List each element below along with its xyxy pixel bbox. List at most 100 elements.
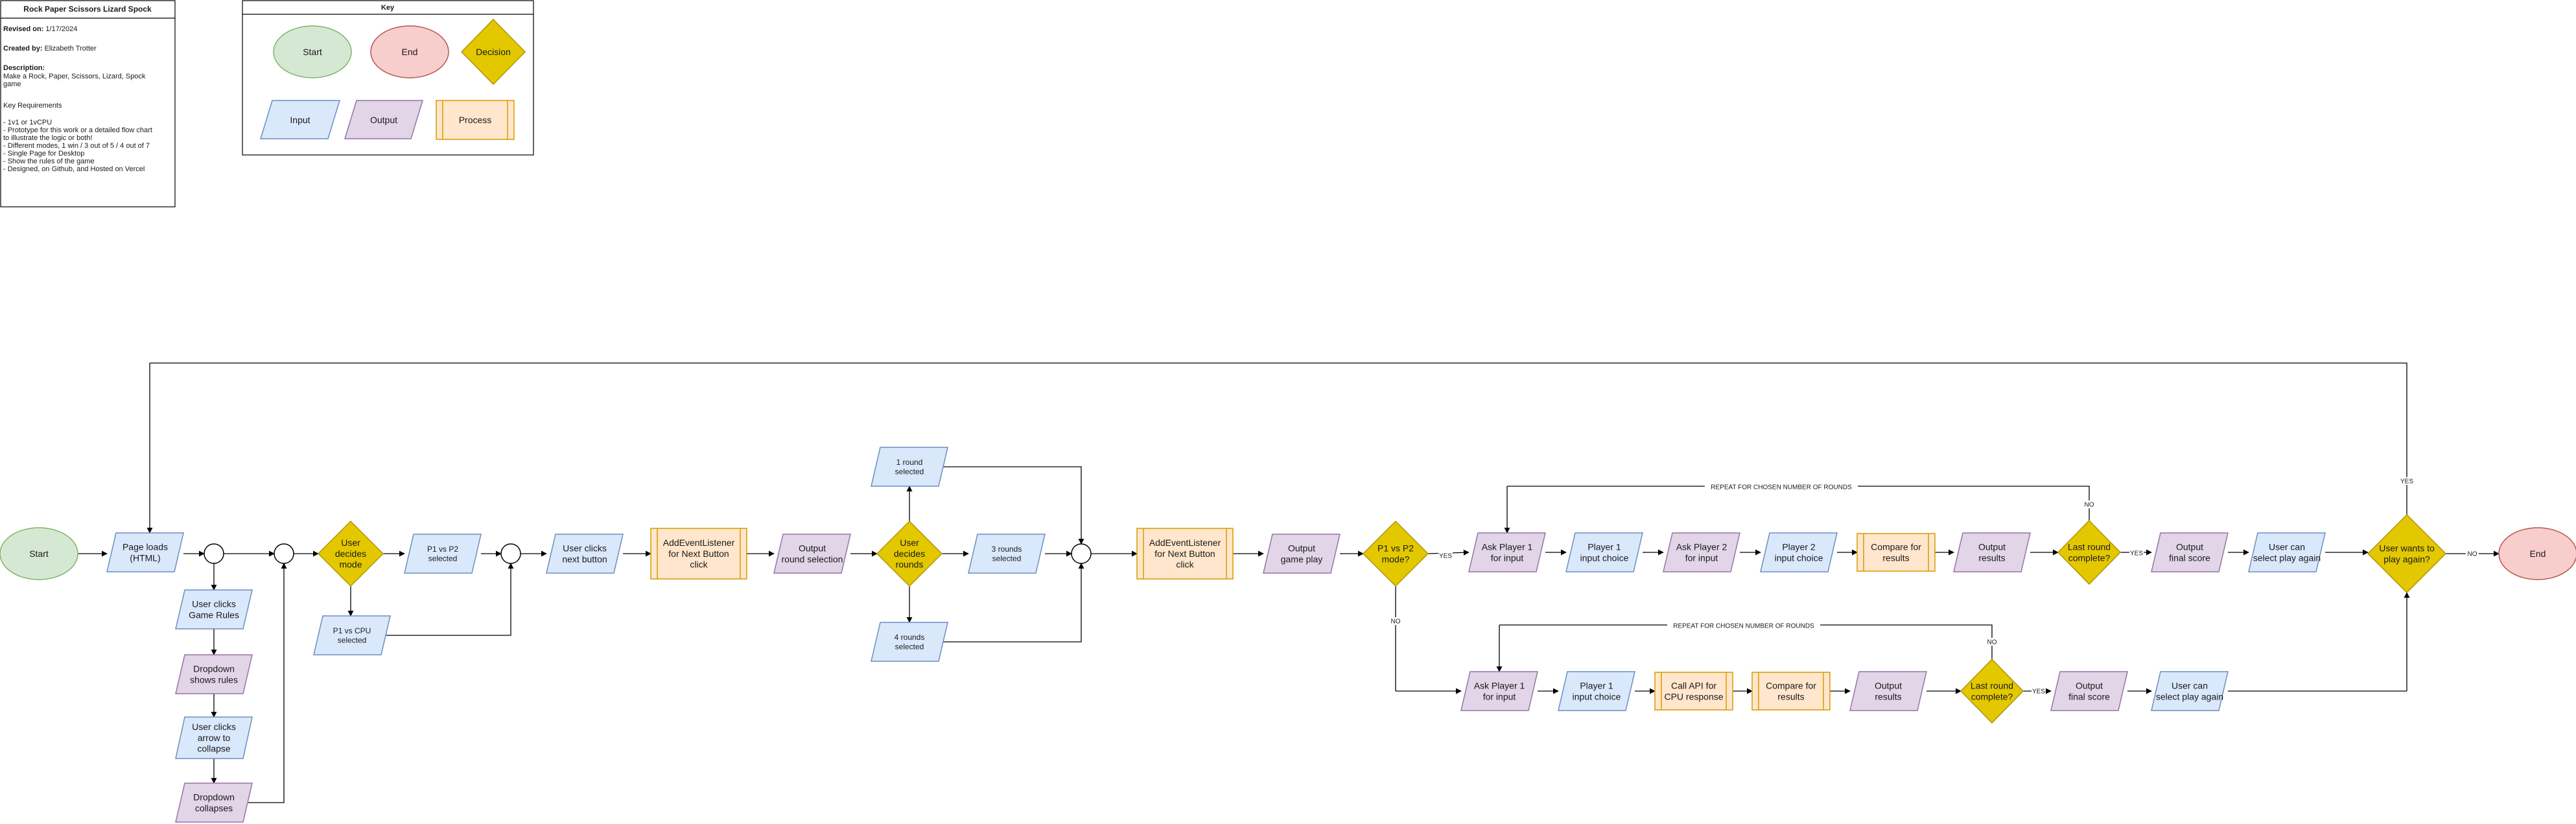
edge-label-no: NO — [2468, 551, 2477, 558]
edge-label-repeat-bottom: REPEAT FOR CHOSEN NUMBER OF ROUNDS — [1673, 623, 1814, 630]
revised-on: Revised on: 1/17/2024 — [3, 25, 77, 33]
connector-line — [1507, 486, 2090, 521]
key-start-label: Start — [303, 47, 322, 57]
edge-label-yes: YES — [2032, 689, 2045, 696]
edge-label-repeat-top: REPEAT FOR CHOSEN NUMBER OF ROUNDS — [1711, 484, 1852, 491]
requirements-title: Key Requirements — [3, 102, 62, 110]
description-label: Description: — [3, 64, 45, 72]
key-decision: Decision — [460, 18, 526, 86]
node-end: End — [2498, 527, 2576, 580]
start-label: Start — [29, 548, 49, 559]
description-line: game — [3, 80, 21, 88]
requirement-line: - 1v1 or 1vCPU — [3, 119, 52, 126]
requirement-line: - Show the rules of the game — [3, 158, 95, 165]
key-input: Input — [259, 100, 341, 139]
created-by: Created by: Elizabeth Trotter — [3, 45, 97, 53]
page_loads-label: Page loads(HTML) — [123, 542, 168, 563]
info-boxes: Rock Paper Scissors Lizard SpockRevised … — [0, 0, 534, 207]
key-process-label: Process — [459, 115, 492, 125]
end-label: End — [2530, 548, 2546, 559]
key-title: Key — [381, 4, 395, 12]
info-box-title: Rock Paper Scissors Lizard Spock — [23, 5, 152, 14]
key-input-label: Input — [290, 115, 310, 125]
edge-label-no: NO — [2085, 502, 2094, 509]
edge-label-yes: YES — [2130, 550, 2143, 558]
connector-arrow — [248, 563, 287, 803]
connector-line — [1499, 624, 1993, 659]
connectors — [78, 362, 2500, 803]
key-start: Start — [273, 25, 352, 78]
description-line: Make a Rock, Paper, Scissors, Lizard, Sp… — [3, 73, 146, 80]
edge-label-yes: YES — [2400, 478, 2413, 486]
requirement-line: to illustrate the logic or both! — [3, 134, 93, 142]
info-box: Rock Paper Scissors Lizard SpockRevised … — [0, 0, 176, 207]
node-c1 — [204, 543, 224, 564]
edge-label-yes: YES — [1439, 553, 1452, 560]
key-end: End — [370, 25, 449, 78]
connector-arrow — [386, 563, 514, 636]
requirement-line: - Prototype for this work or a detailed … — [3, 126, 152, 134]
connector-arrow — [943, 563, 1084, 642]
node-start: Start — [0, 527, 78, 580]
edge-label-no: NO — [1391, 618, 1401, 626]
